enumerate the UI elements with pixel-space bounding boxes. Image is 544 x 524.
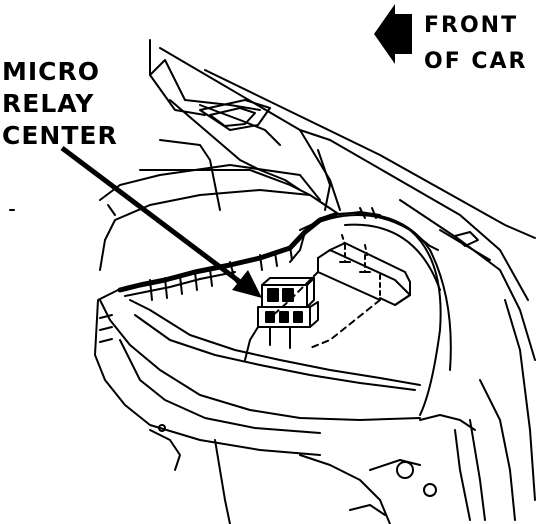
callout-arrow [60,146,262,298]
micro-relay-center-label: MICRO RELAY CENTER [2,56,118,152]
hood-panel [149,39,536,301]
front-label-line-2: OF CAR [424,49,528,74]
front-label-line-1: FRONT [424,13,519,38]
callout-line-3: CENTER [2,121,118,150]
mounting-bracket [269,234,411,349]
lower-frame [149,429,437,524]
fastener-details [9,204,166,432]
front-direction-arrow-icon [374,4,412,64]
fender-side [399,199,536,521]
front-of-car-label: FRONT OF CAR [424,8,528,80]
callout-line-2: RELAY [2,89,95,118]
callout-line-1: MICRO [2,57,101,86]
wiring-harness [117,207,381,301]
